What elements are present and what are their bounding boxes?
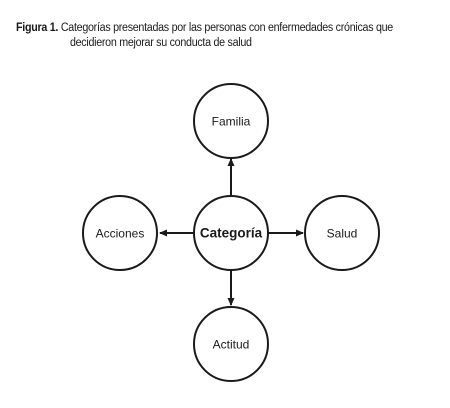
node-categoria: Categoría: [193, 195, 269, 271]
node-actitud: Actitud: [193, 306, 269, 382]
node-actitud-label: Actitud: [213, 338, 250, 352]
caption-line-2: decidieron mejorar su conducta de salud: [69, 37, 252, 49]
node-categoria-label: Categoría: [200, 226, 263, 241]
node-salud: Salud: [304, 195, 380, 271]
node-acciones: Acciones: [82, 195, 158, 271]
caption-line-1: Categorías presentadas por las personas …: [60, 22, 393, 34]
figure-label: Figura 1.: [16, 22, 59, 34]
node-salud-label: Salud: [327, 227, 358, 241]
node-familia: Familia: [193, 83, 269, 159]
node-acciones-label: Acciones: [96, 227, 145, 241]
node-familia-label: Familia: [212, 115, 251, 129]
figure-caption: Figura 1.Categorías presentadas por las …: [16, 21, 411, 51]
